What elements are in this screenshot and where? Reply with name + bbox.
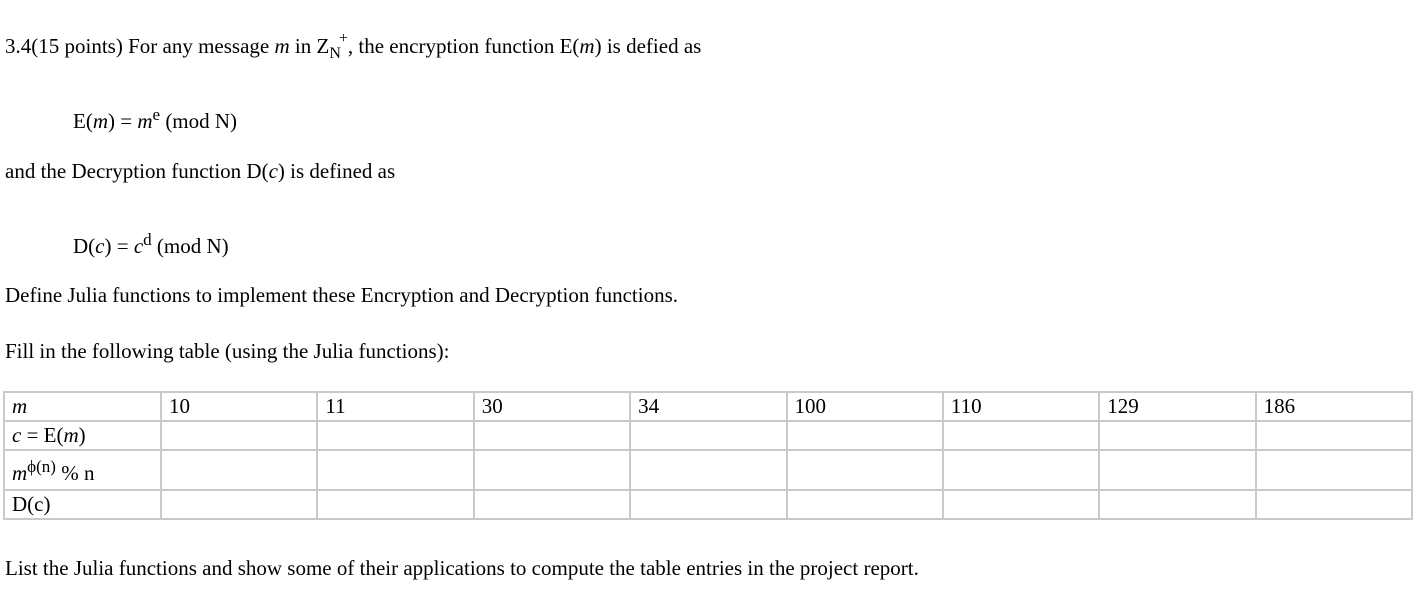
enc-base: m (137, 109, 153, 133)
table-cell-phi-5 (941, 449, 1101, 491)
var-m: m (274, 34, 290, 58)
row-label-c-var: c (12, 423, 22, 447)
table-cell-m-7: 186 (1254, 391, 1414, 422)
row-label-m: m (3, 391, 162, 422)
table-row-d: D(c) (3, 489, 1414, 520)
row-label-c-arg: m (63, 423, 79, 447)
row-label-phi-exponent: ϕ(n) (27, 457, 56, 476)
problem-text-suffix: ) is defied as (594, 34, 702, 58)
problem-text-mid: , the encryption function E( (347, 34, 580, 58)
fill-in-table: m 10 11 30 34 100 110 129 186 c = E(m) (3, 391, 1414, 520)
dec-equals: ) = (104, 234, 134, 258)
table-cell-m-4: 100 (785, 391, 944, 422)
problem-text-prefix: 3.4(15 points) For any message (5, 34, 275, 58)
table-cell-c-5 (941, 420, 1101, 451)
table-cell-c-1 (316, 420, 475, 451)
enc-exponent: e (152, 105, 161, 124)
table-cell-m-0: 10 (159, 391, 319, 422)
table-cell-c-4 (785, 420, 944, 451)
table-cell-m-2: 30 (472, 391, 632, 422)
row-label-phi-base: m (12, 461, 28, 485)
table-cell-phi-6 (1098, 449, 1257, 491)
z-superscript-plus: + (338, 30, 348, 47)
table-cell-d-4 (785, 489, 944, 520)
table-cell-m-5: 110 (941, 391, 1101, 422)
row-label-phi-suffix: % n (55, 461, 95, 485)
dec-intro-suffix: ) is defined as (277, 159, 396, 183)
table-cell-d-1 (316, 489, 475, 520)
problem-statement: 3.4(15 points) For any message m in ZN+,… (5, 26, 701, 66)
z-subscript-n: N (329, 45, 341, 62)
encryption-formula: E(m) = me (mod N) (73, 102, 237, 134)
dec-func: D( (73, 234, 96, 258)
table-cell-d-5 (941, 489, 1101, 520)
enc-func: E( (73, 109, 93, 133)
table-cell-c-2 (472, 420, 632, 451)
table-cell-phi-1 (316, 449, 475, 491)
table-cell-m-3: 34 (629, 391, 788, 422)
table-cell-c-7 (1254, 420, 1414, 451)
table-cell-phi-3 (629, 449, 788, 491)
table-cell-c-0 (159, 420, 319, 451)
table-cell-c-6 (1098, 420, 1257, 451)
dec-mod: (mod N) (151, 234, 229, 258)
dec-base: c (133, 234, 144, 258)
table-row-m: m 10 11 30 34 100 110 129 186 (3, 391, 1414, 422)
enc-equals: ) = (108, 109, 138, 133)
table-cell-d-7 (1254, 489, 1414, 520)
table-cell-phi-4 (785, 449, 944, 491)
enc-mod: (mod N) (160, 109, 238, 133)
table-cell-phi-0 (159, 449, 319, 491)
table-cell-d-2 (472, 489, 632, 520)
table-row-phi: mϕ(n) % n (3, 449, 1414, 491)
dec-arg: c (95, 234, 105, 258)
table-cell-m-6: 129 (1098, 391, 1257, 422)
problem-text-in-z: in Z (289, 34, 330, 58)
table-cell-c-3 (629, 420, 788, 451)
enc-arg: m (92, 109, 108, 133)
dec-intro-prefix: and the Decryption function D( (5, 159, 269, 183)
table-cell-d-0 (159, 489, 319, 520)
table-cell-d-6 (1098, 489, 1257, 520)
row-label-c-close: ) (78, 423, 86, 447)
fill-instruction: Fill in the following table (using the J… (5, 339, 450, 363)
row-label-c-mid: = E( (21, 423, 64, 447)
row-label-d: D(c) (3, 489, 162, 520)
row-label-c-em: c = E(m) (3, 420, 162, 451)
decryption-formula: D(c) = cd (mod N) (73, 227, 229, 259)
decryption-intro: and the Decryption function D(c) is defi… (5, 159, 395, 184)
row-label-m-text: m (12, 394, 28, 418)
dec-exponent: d (143, 230, 152, 249)
table-cell-phi-7 (1254, 449, 1414, 491)
table-cell-phi-2 (472, 449, 632, 491)
row-label-phi: mϕ(n) % n (3, 449, 162, 491)
define-instruction: Define Julia functions to implement thes… (5, 283, 679, 307)
table-cell-m-1: 11 (316, 391, 475, 422)
dec-intro-arg: c (268, 159, 278, 183)
values-table: m 10 11 30 34 100 110 129 186 c = E(m) (3, 391, 1414, 520)
table-row-c-em: c = E(m) (3, 420, 1414, 451)
table-cell-d-3 (629, 489, 788, 520)
footer-instruction: List the Julia functions and show some o… (5, 556, 919, 580)
var-m-arg: m (579, 34, 595, 58)
